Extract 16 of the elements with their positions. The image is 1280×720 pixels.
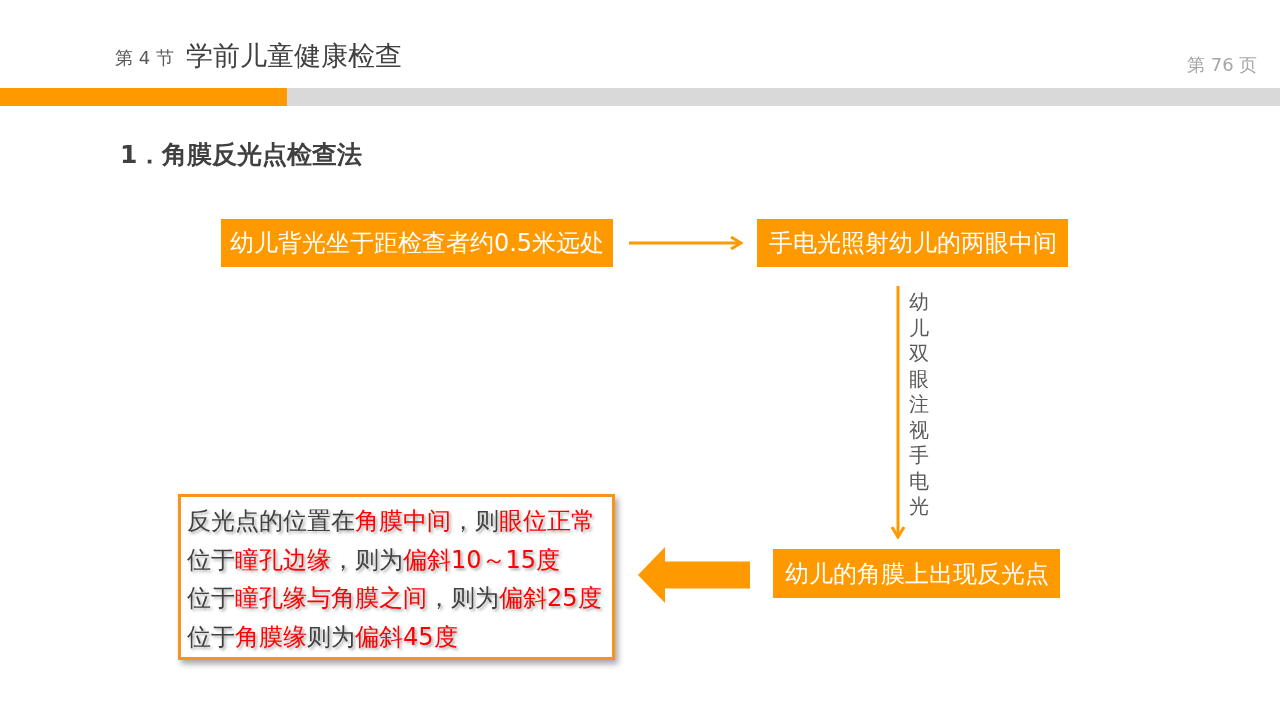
process-box: 幼儿的角膜上出现反光点 — [773, 549, 1060, 598]
block-arrow — [638, 547, 750, 603]
section-title: 学前儿童健康检查 — [186, 40, 402, 73]
arrow — [890, 286, 906, 539]
edge-label: 幼儿双眼注视手电光 — [908, 290, 930, 520]
result-box — [178, 494, 615, 660]
result-text: 位于瞳孔缘与角膜之间，则为偏斜25度 — [187, 583, 603, 614]
page-number: 第 76 页 — [1187, 54, 1258, 76]
process-box: 幼儿背光坐于距检查者约0.5米远处 — [221, 219, 613, 267]
arrow — [629, 235, 743, 251]
process-box: 手电光照射幼儿的两眼中间 — [757, 219, 1068, 267]
heading: 1．角膜反光点检查法 — [120, 140, 363, 170]
result-text: 位于瞳孔边缘，则为偏斜10～15度 — [187, 544, 562, 576]
result-text: 反光点的位置在角膜中间，则眼位正常 — [187, 506, 596, 537]
section-label: 第 4 节 — [115, 47, 174, 69]
result-text: 位于角膜缘则为偏斜45度 — [187, 621, 459, 653]
